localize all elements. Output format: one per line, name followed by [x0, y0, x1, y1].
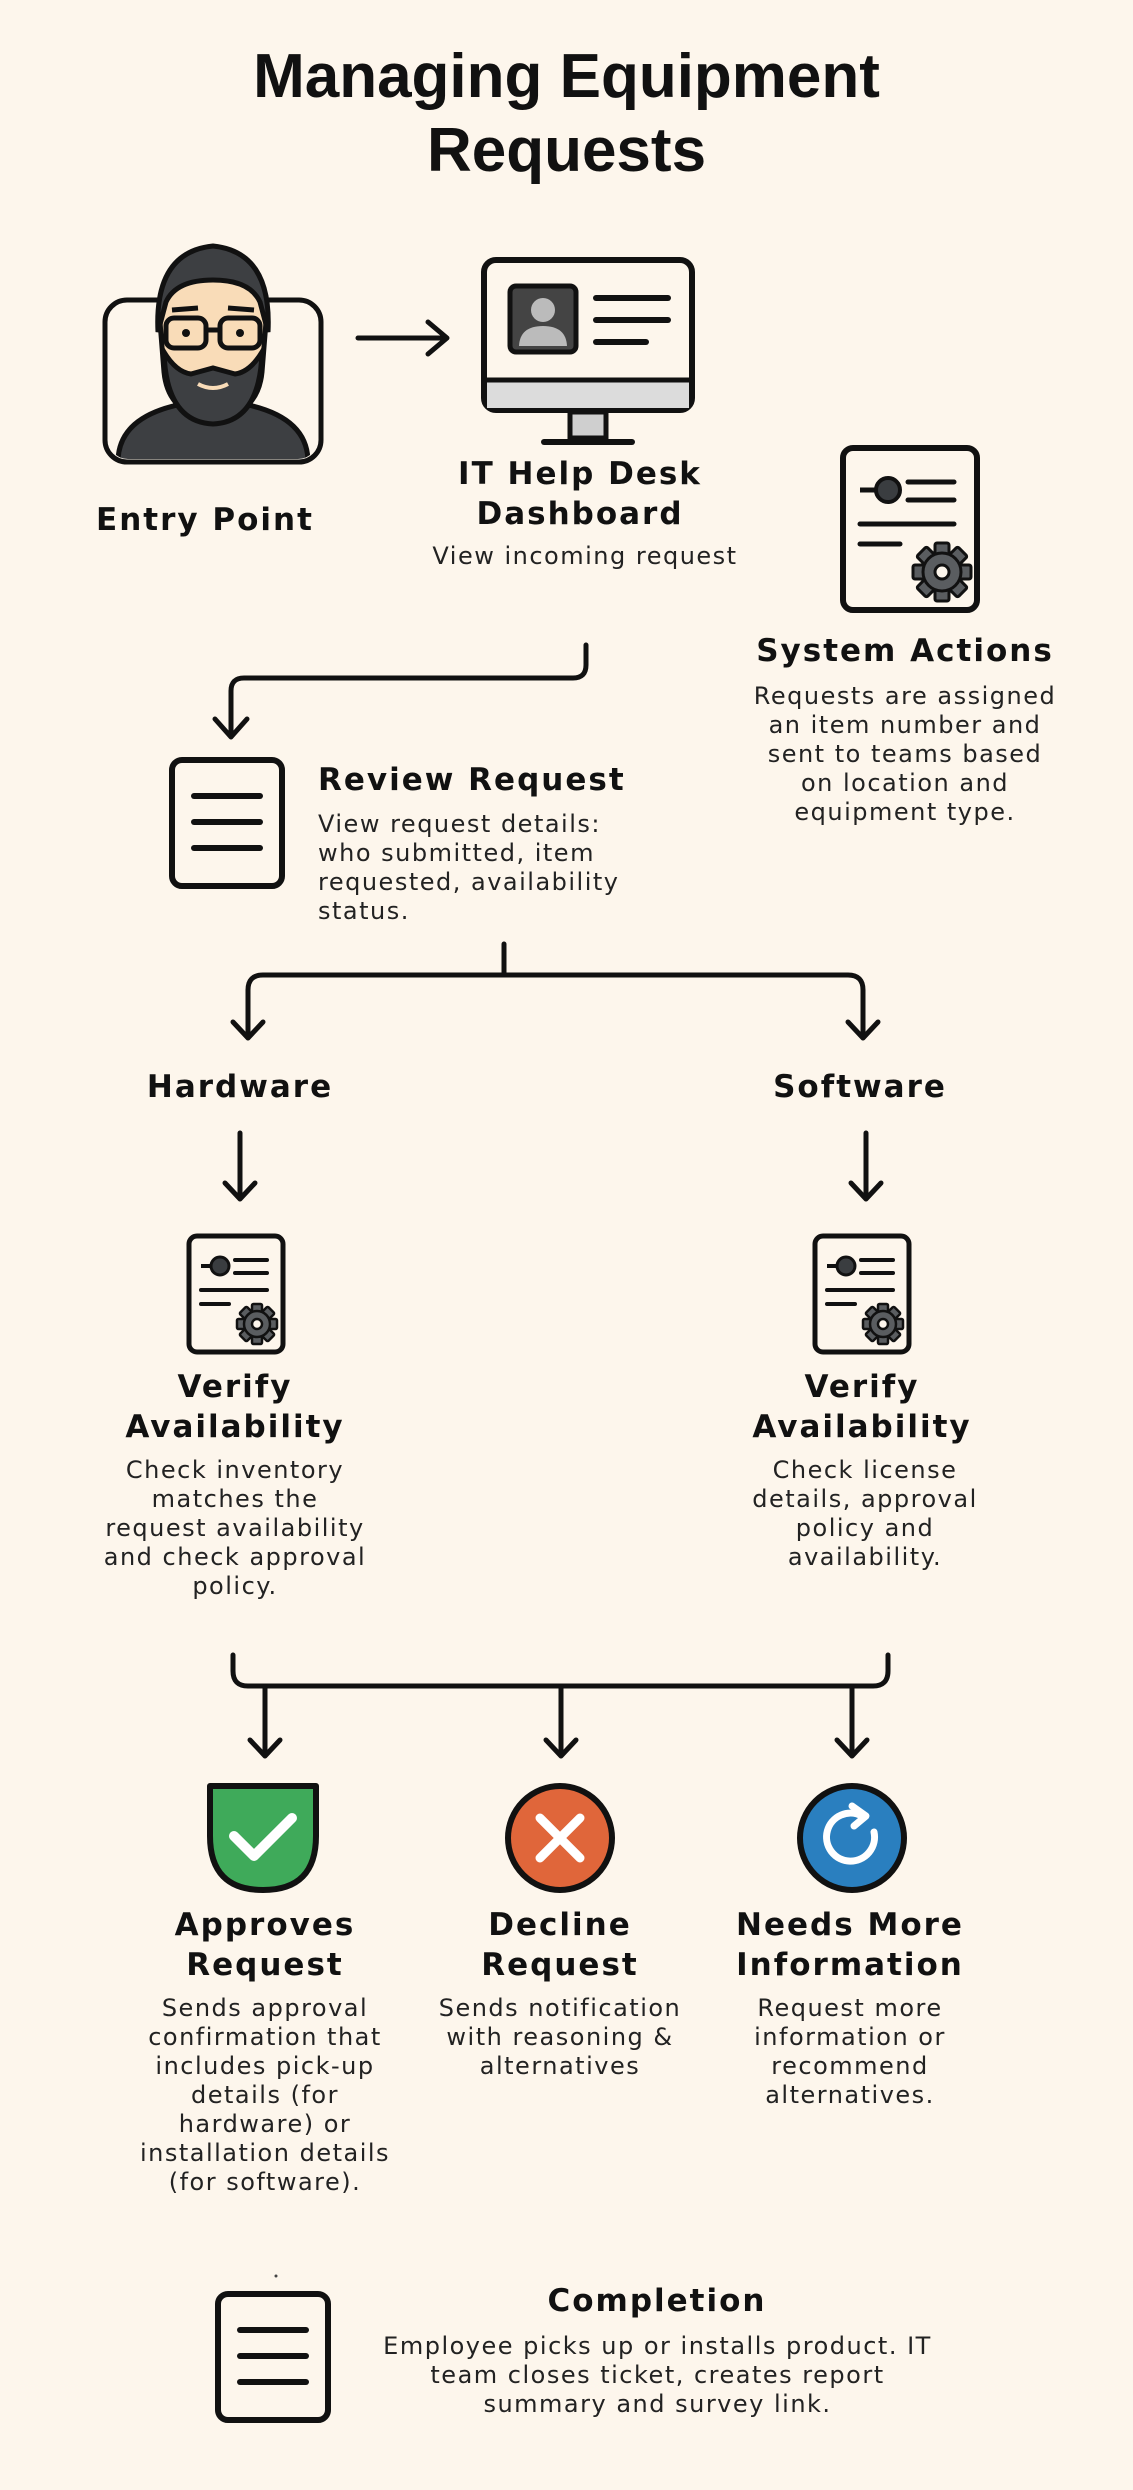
- arrow-head: [845, 1019, 881, 1041]
- review-request-title: Review Request: [318, 762, 626, 798]
- arrow-head: [543, 1737, 579, 1759]
- document-gear-icon: [840, 445, 980, 613]
- merge-bracket: [230, 1652, 891, 1689]
- completion-description: Employee picks up or installs product. I…: [383, 2332, 932, 2418]
- software-verify-description: Check license details, approval policy a…: [752, 1456, 978, 1571]
- hardware-verify-title: Verify Availability: [125, 1369, 345, 1445]
- needs-info-description: Request more information or recommend al…: [754, 1994, 946, 2109]
- monitor-dashboard-icon: [481, 257, 695, 445]
- needs-info-title: Needs More Information: [736, 1907, 964, 1983]
- document-lines-icon: [215, 2291, 331, 2423]
- dashboard-description: View incoming request: [432, 542, 738, 570]
- dashboard-title: IT Help Desk Dashboard: [458, 456, 702, 532]
- approve-description: Sends approval confirmation that include…: [139, 1994, 391, 2196]
- software-verify-title: Verify Availability: [752, 1369, 972, 1445]
- arrow-dashboard-to-review: [228, 642, 589, 738]
- system-actions-description: Requests are assigned an item number and…: [753, 682, 1057, 826]
- document-gear-icon: [812, 1233, 912, 1355]
- arrow-head: [222, 1180, 258, 1202]
- decline-title: Decline Request: [481, 1907, 639, 1983]
- check-shield-icon: [207, 1783, 319, 1893]
- system-actions-title: System Actions: [756, 633, 1054, 669]
- arrow-head: [247, 1737, 283, 1759]
- split-branches: [245, 972, 866, 1040]
- completion-title: Completion: [547, 2283, 767, 2319]
- document-lines-icon: [169, 757, 285, 889]
- person-avatar-icon: [102, 243, 324, 465]
- approve-title: Approves Request: [174, 1907, 356, 1983]
- decline-description: Sends notification with reasoning & alte…: [438, 1994, 682, 2080]
- arrow-head: [834, 1737, 870, 1759]
- page-title: Managing Equipment Requests: [253, 42, 880, 185]
- arrow-head: [212, 716, 250, 740]
- arrow-head: [230, 1019, 266, 1041]
- close-circle-icon: [505, 1783, 615, 1893]
- hardware-verify-description: Check inventory matches the request avai…: [103, 1456, 367, 1600]
- review-request-description: View request details: who submitted, ite…: [318, 810, 620, 925]
- document-gear-icon: [186, 1233, 286, 1355]
- arrow-head: [425, 319, 450, 357]
- entry-point-label: Entry Point: [96, 502, 314, 538]
- refresh-circle-icon: [797, 1783, 907, 1893]
- hardware-label: Hardware: [146, 1069, 334, 1105]
- software-label: Software: [773, 1069, 947, 1105]
- arrow-head: [848, 1180, 884, 1202]
